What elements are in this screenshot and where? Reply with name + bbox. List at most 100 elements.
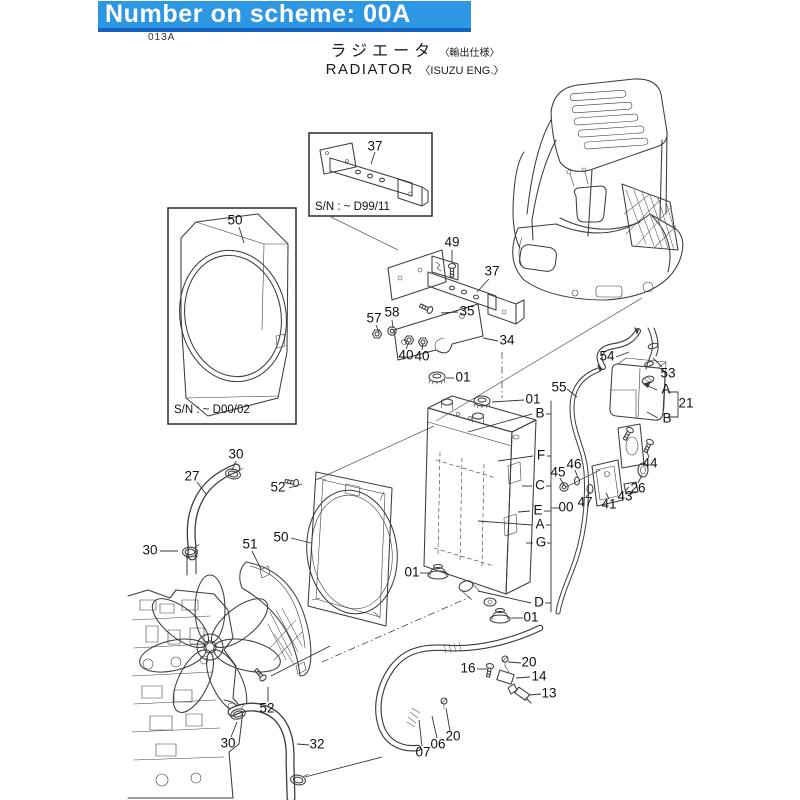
callout-57: 57 — [366, 311, 381, 326]
thin-line — [315, 425, 435, 481]
bolt-52-bottom — [252, 666, 268, 683]
bracket-41 — [591, 459, 624, 507]
callout-D: D — [534, 595, 544, 610]
callout-52: 52 — [270, 480, 285, 495]
callout-A: A — [661, 382, 670, 397]
callout-41: 41 — [601, 497, 616, 512]
callout-C: C — [535, 478, 545, 493]
leader-line — [528, 693, 542, 696]
lower-hose-32 — [227, 702, 296, 800]
leader-line — [507, 661, 522, 664]
callout-45: 45 — [550, 465, 565, 480]
leader-line — [624, 486, 630, 492]
leader-line — [652, 357, 663, 368]
callout-53: 53 — [660, 366, 675, 381]
callout-00: 00 — [558, 500, 573, 515]
callout-06: 06 — [430, 737, 445, 752]
leader-line — [431, 715, 438, 739]
reserve-tank-21 — [609, 357, 679, 442]
callout-37: 37 — [484, 264, 499, 279]
upper-bracket-assembly — [371, 249, 525, 361]
drain-hose-06 — [375, 624, 544, 752]
callout-30: 30 — [220, 736, 235, 751]
callout-37: 37 — [367, 139, 382, 154]
thin-line — [435, 297, 643, 422]
callout-49: 49 — [444, 235, 459, 250]
leader-line — [231, 460, 237, 471]
callout-47: 47 — [577, 495, 592, 510]
callout-35: 35 — [459, 304, 474, 319]
bolt-44 — [641, 437, 655, 455]
sn-box-bracket-37: S/N : ~ D99/11 — [308, 132, 433, 217]
leader-line — [251, 550, 262, 570]
callout-F: F — [537, 448, 545, 463]
leader-line — [646, 411, 659, 419]
washer-45 — [559, 482, 569, 492]
leader-line — [517, 510, 531, 513]
callout-52: 52 — [259, 701, 274, 716]
drain-cock-14 — [496, 665, 518, 695]
leader-line — [515, 676, 531, 679]
callout-51: 51 — [242, 537, 257, 552]
callout-B: B — [662, 411, 671, 426]
washer-47 — [586, 483, 594, 495]
cooling-fan — [139, 574, 281, 713]
callout-55: 55 — [551, 380, 566, 395]
callout-20: 20 — [445, 729, 460, 744]
leader-line — [405, 341, 410, 350]
callout-27: 27 — [184, 469, 199, 484]
callout-01: 01 — [525, 392, 540, 407]
radiator-cap-01a — [428, 371, 446, 385]
callout-44: 44 — [642, 456, 658, 471]
callout-21: 21 — [678, 396, 693, 411]
pipe-53 — [644, 327, 659, 370]
locator-lines — [315, 216, 643, 481]
hose-hatch-marks — [406, 641, 462, 728]
washer-46 — [573, 476, 581, 486]
overflow-hose-55 — [555, 367, 601, 615]
bolt-35 — [417, 301, 435, 315]
leader-line — [296, 743, 310, 746]
callout-30: 30 — [142, 543, 157, 558]
callout-01: 01 — [523, 610, 538, 625]
leader-line — [290, 537, 312, 544]
callout-34: 34 — [499, 333, 515, 348]
leader-lines — [160, 151, 663, 778]
leader-line — [476, 278, 490, 293]
leader-line — [605, 492, 610, 500]
callout-14: 14 — [531, 669, 547, 684]
scheme-number-banner: Number on scheme: 00A — [98, 1, 471, 32]
leader-line — [196, 481, 207, 495]
callout-40: 40 — [398, 348, 413, 363]
leader-line — [391, 319, 394, 329]
title-english: RADIATOR 〈ISUZU ENG.〉 — [288, 61, 542, 78]
leader-line — [270, 645, 331, 677]
leader-line — [615, 351, 630, 358]
chain-lines — [321, 352, 503, 663]
callout-50: 50 — [273, 530, 288, 545]
leader-line — [477, 520, 533, 526]
tank-hose-54 — [596, 327, 641, 372]
callout-01: 01 — [404, 565, 419, 580]
leader-line — [559, 477, 565, 486]
excavator-illustration — [512, 78, 684, 301]
callout-A: A — [535, 517, 544, 532]
leader-line — [467, 413, 533, 433]
leader-line — [566, 388, 578, 398]
callout-B: B — [535, 406, 544, 421]
sn-label-left: S/N : ~ D00/02 — [174, 404, 250, 416]
nut-57 — [371, 329, 383, 339]
leader-line — [637, 474, 643, 484]
leader-line — [421, 343, 424, 351]
leader-line — [482, 337, 499, 342]
leader-line — [230, 721, 238, 738]
leader-line — [445, 707, 451, 732]
leader-line — [477, 590, 532, 604]
callout-26: 26 — [630, 481, 645, 496]
callout-54: 54 — [599, 349, 615, 364]
mount-cushion-01-left — [427, 563, 449, 580]
fan-shroud-50 — [252, 471, 398, 683]
page-code: 013A — [148, 32, 176, 43]
